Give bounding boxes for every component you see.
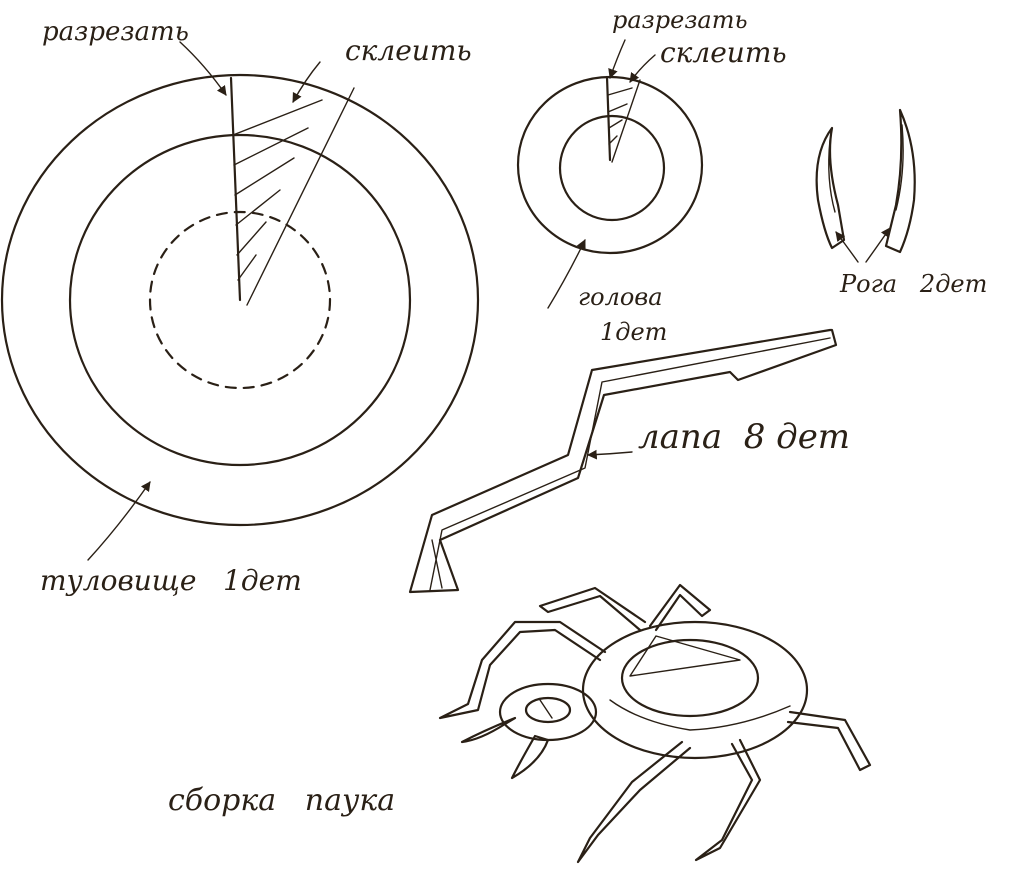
spider-head-inner — [526, 698, 570, 722]
leg-label: лапа 8 дет — [638, 417, 850, 457]
spider-leg-3 — [440, 622, 605, 718]
spider-horn-2 — [512, 736, 548, 778]
head-pattern — [518, 40, 702, 308]
head-name-label: голова — [578, 283, 663, 311]
leg-cut-line — [432, 540, 442, 588]
spider-body-inner — [622, 640, 758, 716]
body-pattern — [2, 42, 478, 560]
spider-body-outer — [583, 622, 807, 758]
body-glue-line — [247, 88, 354, 305]
body-glue-label: склеить — [345, 34, 472, 67]
spider-head-seam — [540, 700, 552, 718]
spider-horn-1 — [462, 718, 515, 742]
body-glue-hatching — [233, 100, 322, 280]
body-cut-label: разрезать — [42, 17, 189, 47]
spider-leg-6 — [788, 712, 870, 770]
spider-leg-1 — [540, 588, 645, 630]
head-cut-label: разрезать — [612, 6, 748, 34]
leg-outline — [410, 330, 836, 592]
assembly-label: сборка паука — [168, 783, 395, 818]
leg-pattern — [410, 330, 836, 592]
horns-label: Рога 2дет — [839, 270, 987, 298]
horns-left-arrow — [836, 232, 858, 262]
head-count-label: 1дет — [600, 318, 667, 346]
leg-center-line — [430, 338, 830, 590]
head-cut-arrow — [610, 40, 625, 78]
leg-arrow — [588, 452, 632, 455]
spider-leg-5 — [578, 742, 690, 862]
head-inner-ring — [560, 116, 664, 220]
head-glue-arrow — [630, 55, 655, 82]
spider-assembly — [440, 585, 870, 862]
body-name-label: туловище 1дет — [40, 564, 302, 597]
head-cut-line — [607, 77, 610, 160]
spider-body-cone — [630, 636, 740, 676]
head-glue-label: склеить — [660, 36, 787, 69]
horns-pattern — [817, 110, 915, 262]
head-outer-ring — [518, 77, 702, 253]
body-cut-line — [231, 78, 240, 300]
body-cut-arrow — [180, 42, 226, 95]
horn-right — [886, 110, 915, 252]
